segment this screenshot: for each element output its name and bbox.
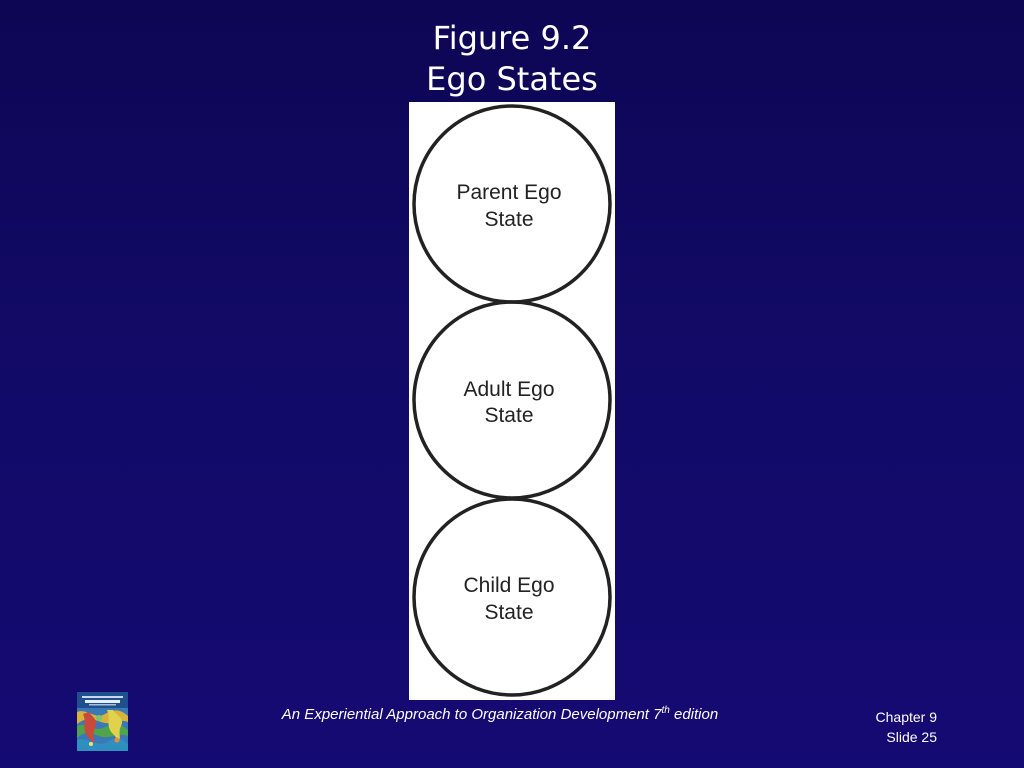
title-line-2: Ego States bbox=[426, 60, 598, 98]
child-ego-label-line2: State bbox=[484, 601, 533, 624]
slide-label: Slide 25 bbox=[886, 729, 937, 745]
child-ego-state: Child Ego State bbox=[412, 497, 612, 697]
book-title-footer: An Experiential Approach to Organization… bbox=[220, 706, 780, 724]
book-title: An Experiential Approach to Organization… bbox=[281, 706, 662, 723]
adult-ego-state: Adult Ego State bbox=[412, 300, 612, 500]
parent-ego-label-line2: State bbox=[484, 208, 533, 231]
adult-ego-label-line1: Adult Ego bbox=[463, 378, 554, 401]
title-line-1: Figure 9.2 bbox=[432, 19, 592, 57]
chapter-label: Chapter 9 bbox=[875, 709, 937, 725]
ego-states-diagram: Parent Ego State Adult Ego State Child E… bbox=[412, 104, 612, 697]
parent-ego-label-line1: Parent Ego bbox=[456, 181, 561, 204]
slide-title: Figure 9.2 Ego States bbox=[0, 18, 1024, 100]
adult-ego-label-line2: State bbox=[484, 404, 533, 427]
edition-superscript: th bbox=[661, 705, 670, 716]
child-ego-label-line1: Child Ego bbox=[463, 574, 554, 597]
edition-suffix: edition bbox=[669, 706, 719, 723]
ego-states-figure: Parent Ego State Adult Ego State Child E… bbox=[409, 102, 615, 700]
parent-ego-circle bbox=[412, 104, 612, 304]
parent-ego-state: Parent Ego State bbox=[412, 104, 612, 304]
book-cover-icon bbox=[77, 692, 128, 751]
child-ego-circle bbox=[412, 497, 612, 697]
slide-number-block: Chapter 9 Slide 25 bbox=[876, 707, 937, 747]
